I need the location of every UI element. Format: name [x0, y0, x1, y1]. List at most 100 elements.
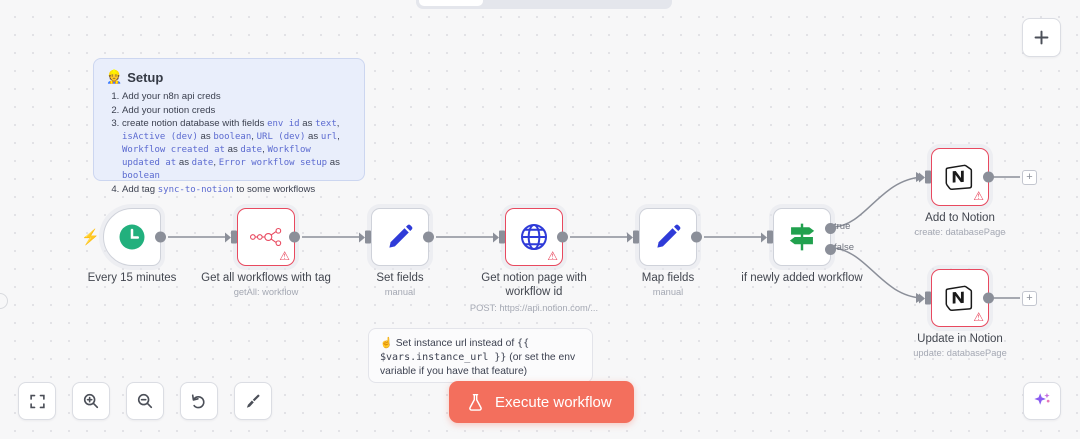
output-endpoint[interactable]: [423, 231, 434, 243]
zoom-in-button[interactable]: [72, 382, 110, 420]
add-node-button[interactable]: [1022, 18, 1061, 57]
node-title: Update in Notion: [917, 333, 1003, 345]
code-boolean: boolean: [213, 132, 252, 143]
node-get-notion-page-with-workflow-id[interactable]: ⚠ Get notion page with workflow id POST:…: [470, 208, 598, 313]
code-error-workflow-setup: Error workflow setup: [218, 157, 328, 168]
zoom-in-icon: [83, 393, 99, 409]
error-warning-icon: ⚠: [973, 310, 984, 324]
node-subtitle: getAll: workflow: [233, 287, 299, 297]
node-update-in-notion[interactable]: ⚠ Update in Notion update: databasePage: [913, 269, 1007, 358]
list-item: create notion database with fields env i…: [122, 118, 352, 182]
sticky-note-instance-url[interactable]: ☝️ Set instance url instead of {{ $vars.…: [368, 328, 593, 383]
node-subtitle: POST: https://api.notion.com/...: [469, 303, 599, 313]
instance-note-tail: (or set the env variable if you have tha…: [380, 352, 576, 378]
node-subtitle: create: databasePage: [914, 227, 1006, 237]
code-date: date: [240, 145, 263, 156]
setup-step-1: Add your n8n api creds: [122, 91, 221, 102]
t: ,: [213, 156, 219, 168]
canvas-toolbar[interactable]: [18, 382, 272, 420]
output-endpoint[interactable]: [289, 231, 300, 243]
fit-to-view-button[interactable]: [18, 382, 56, 420]
node-title: Map fields: [641, 272, 695, 284]
list-item: Add tag sync-to-notion to some workflows: [122, 184, 352, 197]
output-endpoint[interactable]: [557, 231, 568, 243]
pointing-hand-icon: ☝️: [380, 338, 393, 349]
node-map-fields[interactable]: Map fields manual: [633, 208, 702, 297]
t: as: [176, 156, 192, 168]
zoom-out-icon: [137, 393, 153, 409]
node-title: Get notion page with workflow id: [481, 272, 587, 298]
tab-executions[interactable]: Executions: [485, 0, 574, 6]
node-title: Get all workflows with tag: [201, 272, 331, 284]
node-if-newly-added-workflow[interactable]: true false if newly added workflow: [741, 208, 863, 284]
output-endpoint-true[interactable]: [825, 223, 836, 234]
zoom-out-button[interactable]: [126, 382, 164, 420]
code-url-dev: URL (dev): [256, 132, 306, 143]
t: ,: [262, 144, 268, 156]
node-body[interactable]: true false: [767, 208, 854, 266]
node-subtitle: manual: [652, 287, 684, 297]
input-endpoint[interactable]: [633, 230, 639, 244]
code-workflow-updated-at: Workflow updated at: [122, 145, 311, 168]
node-body[interactable]: [633, 208, 702, 266]
code-vars-instance-url: {{ $vars.instance_url }}: [380, 338, 530, 364]
broom-icon: [246, 394, 260, 408]
notion-icon: [945, 164, 973, 190]
setup-note-list: Add your n8n api creds Add your notion c…: [122, 91, 352, 197]
list-item: Add your notion creds: [122, 105, 352, 118]
pencil-icon: [657, 224, 681, 248]
sparkles-icon: [1034, 392, 1050, 405]
code-text: text: [315, 119, 337, 130]
input-endpoint[interactable]: [365, 230, 371, 244]
error-warning-icon: ⚠: [973, 189, 984, 203]
output-endpoint[interactable]: [691, 231, 702, 243]
code-isactive: isActive (dev): [122, 132, 198, 143]
t: as: [299, 118, 316, 130]
ai-assistant-button[interactable]: [1023, 382, 1061, 420]
node-body[interactable]: ⚠: [925, 148, 994, 206]
node-body[interactable]: ⚠: [499, 208, 568, 266]
setup-step-2: Add your notion creds: [122, 104, 216, 116]
tidy-up-button[interactable]: [234, 382, 272, 420]
input-endpoint[interactable]: [925, 170, 931, 184]
instance-note-lead: Set instance url instead of: [392, 338, 518, 349]
tab-evaluations[interactable]: Evaluations: [576, 0, 669, 6]
fit-screen-icon: [29, 394, 45, 408]
t: as: [224, 144, 241, 156]
node-every-15-minutes[interactable]: ⚡ Every 15 minutes: [81, 208, 176, 284]
plus-icon: [1034, 30, 1049, 45]
t: ,: [336, 118, 340, 130]
output-endpoint-false[interactable]: [825, 244, 836, 255]
sticky-note-setup[interactable]: 👷 Setup Add your n8n api creds Add your …: [93, 58, 365, 195]
output-endpoint[interactable]: [983, 171, 994, 183]
input-endpoint[interactable]: [767, 230, 773, 244]
node-get-all-workflows-with-tag[interactable]: ⚠ Get all workflows with tag getAll: wor…: [201, 208, 331, 297]
setup-note-title-text: Setup: [127, 69, 164, 85]
reset-zoom-button[interactable]: [180, 382, 218, 420]
output-endpoint[interactable]: [155, 231, 166, 243]
error-warning-icon: ⚠: [547, 249, 558, 263]
list-item: Add your n8n api creds: [122, 91, 352, 104]
input-endpoint[interactable]: [925, 291, 931, 305]
code-workflow-created-at: Workflow created at: [122, 145, 225, 156]
node-body[interactable]: ⚠: [925, 269, 994, 327]
view-tabs[interactable]: Editor Executions Evaluations: [416, 0, 672, 9]
add-node-after-update-in-notion[interactable]: +: [1022, 291, 1037, 306]
tab-editor[interactable]: Editor: [419, 0, 484, 6]
execute-workflow-button[interactable]: Execute workflow: [449, 381, 634, 423]
code-env-id: env id: [267, 119, 300, 130]
output-endpoint[interactable]: [983, 292, 994, 304]
add-node-after-add-to-notion[interactable]: +: [1022, 170, 1037, 185]
code-boolean-2: boolean: [122, 170, 160, 181]
node-body[interactable]: [103, 208, 166, 266]
input-endpoint[interactable]: [499, 230, 505, 244]
node-body[interactable]: ⚠: [231, 208, 300, 266]
node-subtitle: manual: [384, 287, 416, 297]
input-endpoint[interactable]: [231, 230, 237, 244]
node-body[interactable]: [365, 208, 434, 266]
node-title: Every 15 minutes: [87, 272, 177, 284]
node-title: if newly added workflow: [741, 272, 863, 284]
node-set-fields[interactable]: Set fields manual: [365, 208, 434, 297]
node-add-to-notion[interactable]: ⚠ Add to Notion create: databasePage: [915, 148, 1005, 237]
